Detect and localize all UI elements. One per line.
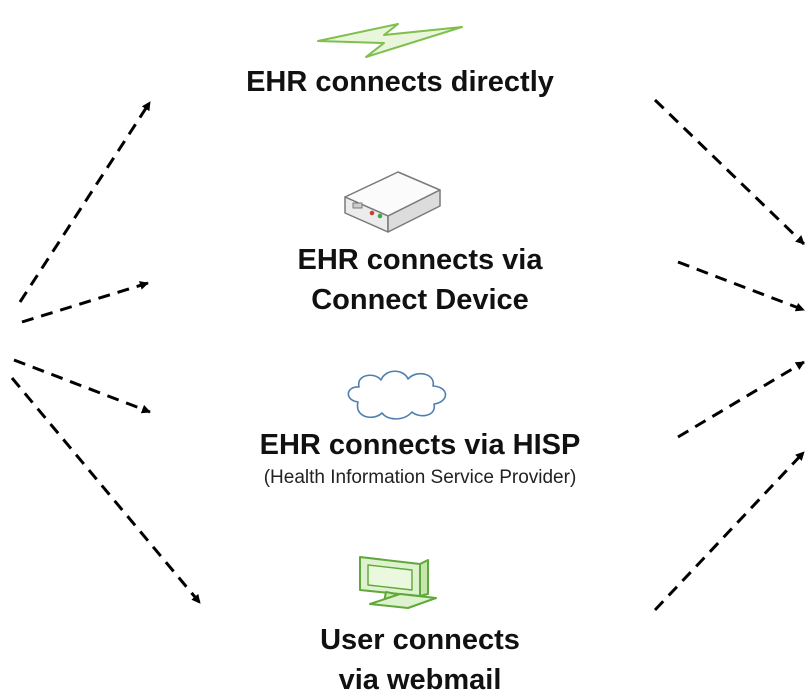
option-hisp-subtitle-text: (Health Information Service Provider) [263, 467, 577, 488]
arrow-from-device [677, 260, 805, 312]
option-direct-line-1: EHR connects directly [246, 66, 554, 98]
option-device-line-1: EHR connects via [297, 244, 543, 276]
arrow-to-device [21, 281, 149, 324]
option-hisp-label: EHR connects via HISP [160, 425, 680, 465]
option-hisp-subtitle: (Health Information Service Provider) [160, 466, 680, 490]
left-arrows [10, 101, 202, 604]
arrow-to-webmail [10, 377, 202, 604]
arrow-from-direct [653, 98, 806, 246]
cloud-icon [347, 370, 447, 420]
option-webmail-line-1: User connects [320, 624, 520, 656]
arrow-from-webmail [653, 450, 806, 612]
option-hisp-line-1: EHR connects via HISP [259, 429, 581, 461]
option-device-line-2: Connect Device [311, 284, 529, 316]
arrow-to-direct [18, 101, 152, 303]
right-arrows [653, 98, 806, 612]
arrow-to-hisp [13, 358, 151, 414]
option-webmail-line-2: via webmail [338, 664, 502, 696]
option-webmail-label: User connects via webmail [160, 620, 680, 700]
option-direct-label: EHR connects directly [160, 62, 640, 102]
connect-device-icon [344, 171, 441, 233]
arrow-from-hisp [677, 360, 805, 439]
lightning-bolt-icon [317, 23, 463, 58]
option-device-label: EHR connects via Connect Device [160, 240, 680, 320]
computer-monitor-icon [359, 556, 437, 609]
